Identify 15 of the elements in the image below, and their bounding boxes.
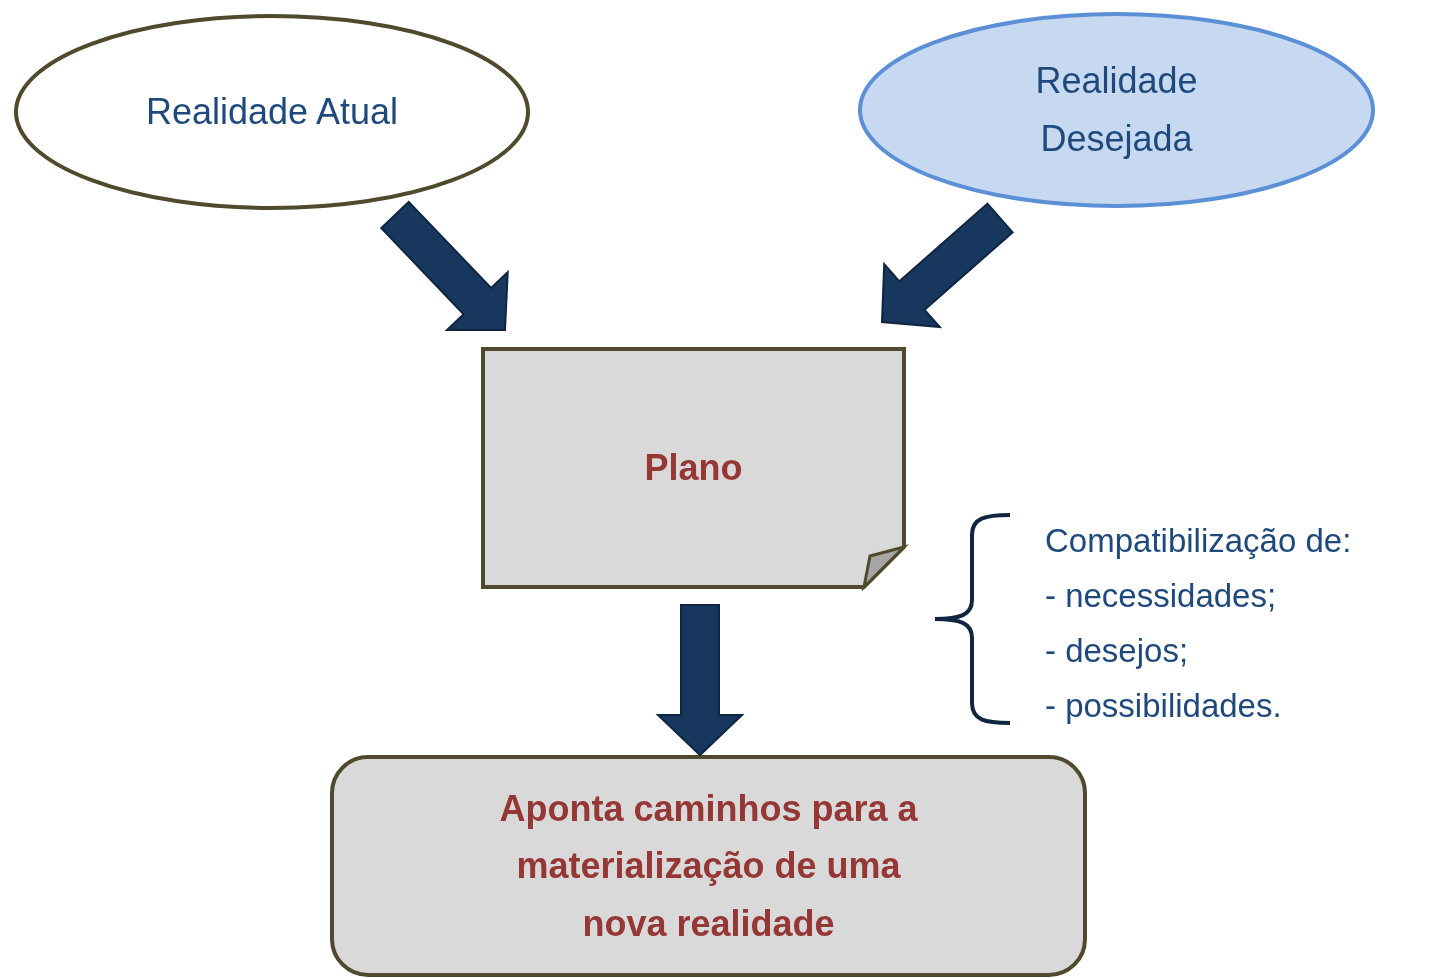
list-text: - possibilidades. (1045, 686, 1283, 726)
node-text: Aponta caminhos para a materialização de uma nova realidade (498, 786, 919, 946)
block-arrow (379, 200, 509, 332)
list-text: - necessidades; (1045, 576, 1278, 616)
ellipse-node (858, 12, 1375, 208)
list-text: - desejos; (1045, 631, 1190, 671)
node-text: Plano (644, 446, 743, 491)
list-text: Compatibilização de: (1045, 521, 1352, 561)
note-box (481, 347, 906, 589)
ellipse-node (14, 14, 530, 210)
node-text: Realidade Desejada (1034, 59, 1199, 161)
block-arrow (655, 604, 745, 757)
block-arrow (880, 202, 1014, 329)
node-text: Realidade Atual (145, 90, 399, 135)
rounded-box (330, 755, 1087, 977)
